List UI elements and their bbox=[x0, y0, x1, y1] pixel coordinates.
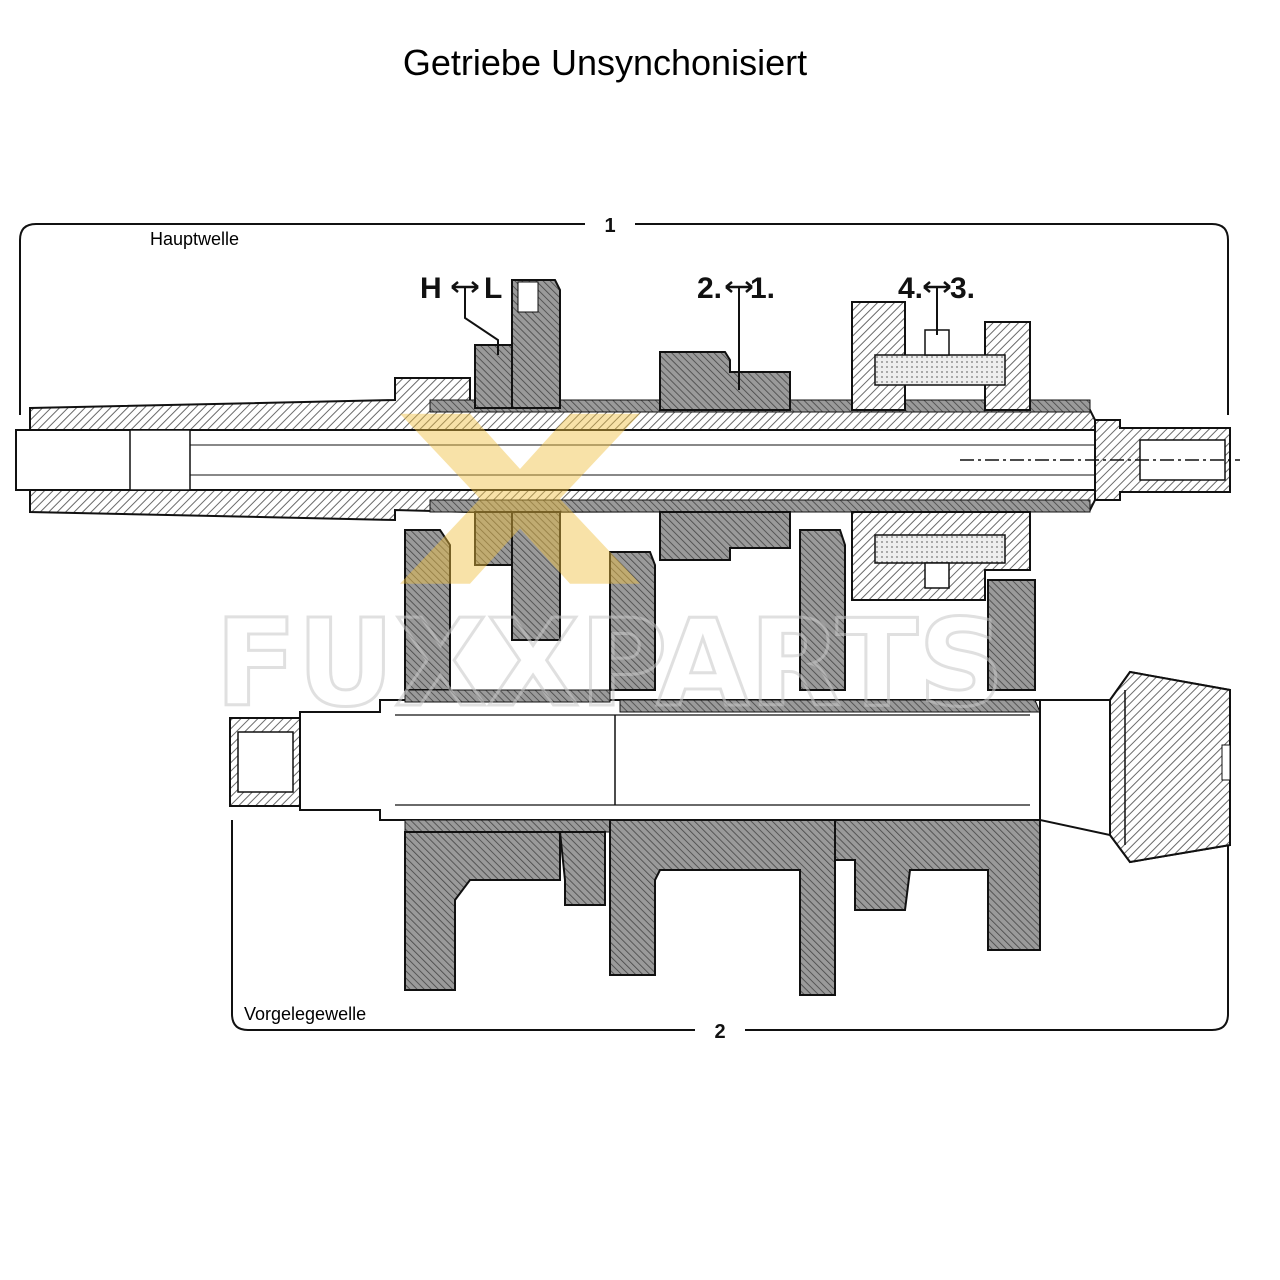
bracket-counter-shaft bbox=[231, 820, 1229, 1031]
watermark-text: FUXXPARTS bbox=[215, 595, 1005, 734]
callout-4: 4. bbox=[898, 272, 923, 305]
bracket-main-shaft bbox=[19, 223, 1229, 415]
label-counter-shaft: Vorgelegewelle bbox=[244, 1004, 367, 1024]
watermark: FUXXPARTS bbox=[214, 594, 1007, 736]
counter-shaft bbox=[229, 529, 1231, 996]
callout-1: 1. bbox=[750, 272, 775, 305]
shift-callout-4-3: 4. 3. bbox=[898, 272, 975, 335]
shift-callout-range: H L bbox=[420, 272, 502, 355]
main-shaft bbox=[15, 377, 1240, 522]
gear-2-1 bbox=[659, 351, 791, 561]
bracket-label-1: 1 bbox=[604, 215, 615, 237]
label-main-shaft: Hauptwelle bbox=[150, 229, 240, 249]
callout-2: 2. bbox=[697, 272, 722, 305]
range-gear-hl bbox=[474, 279, 561, 641]
watermark-accent bbox=[400, 413, 640, 584]
callout-l: L bbox=[484, 272, 502, 305]
bracket-label-2: 2 bbox=[714, 1021, 725, 1043]
shift-callout-2-1: 2. 1. bbox=[697, 272, 775, 390]
callout-h: H bbox=[420, 272, 442, 305]
gear-4-3 bbox=[851, 301, 1031, 601]
page-title: Getriebe Unsynchonisiert bbox=[402, 42, 808, 83]
callout-3: 3. bbox=[950, 272, 975, 305]
